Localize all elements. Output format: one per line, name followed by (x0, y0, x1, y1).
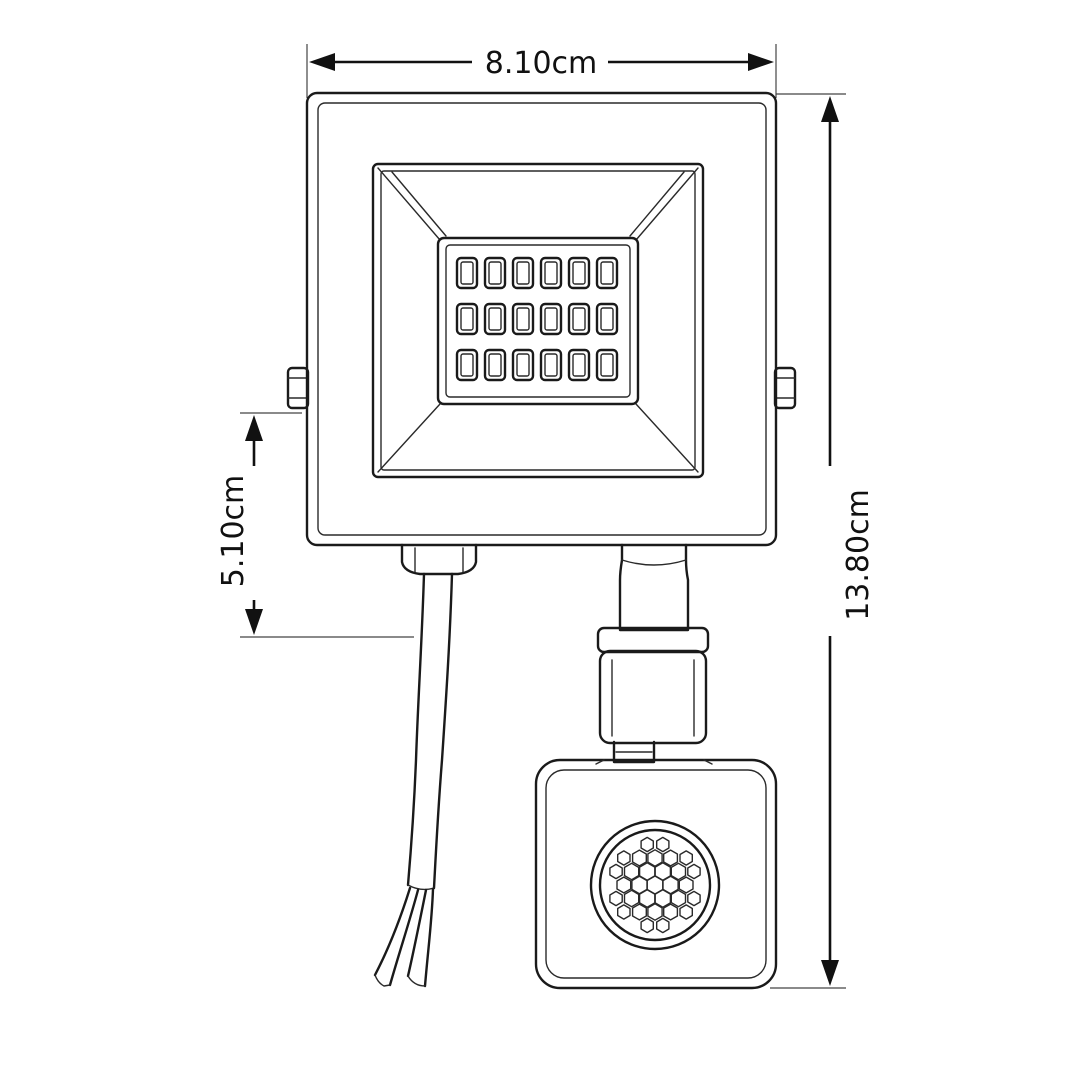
width-dimension: 8.10cm (306, 44, 777, 98)
led-chip (595, 256, 619, 290)
led-chip (483, 302, 507, 336)
lens-facet (609, 863, 623, 880)
lens-facet (670, 889, 687, 908)
led-chip-inner (488, 307, 502, 331)
led-chip-inner (600, 353, 614, 377)
led-chip (539, 256, 563, 290)
lens-facet (656, 836, 670, 853)
sensor-lens-facets (609, 836, 701, 934)
height-label: 13.80cm (841, 489, 876, 621)
height-arrow-bottom (821, 960, 839, 986)
lens-facet (687, 890, 701, 907)
left-mount-knob (286, 366, 310, 410)
reflector-bevels (377, 167, 699, 473)
lens-facet (679, 850, 693, 866)
lens-facet (623, 889, 640, 908)
lens-facet (687, 863, 701, 880)
led-chip-inner (572, 261, 586, 285)
led-chip (567, 302, 591, 336)
led-chip-inner (460, 307, 474, 331)
lens-facet (617, 904, 631, 920)
width-arrow-right (748, 53, 774, 71)
right-mount-knob (773, 366, 797, 410)
led-chip (511, 348, 535, 382)
height-arrow-top (821, 96, 839, 122)
lens-facet (631, 903, 647, 921)
housing-outer (305, 91, 778, 547)
lens-facet (663, 903, 679, 921)
led-chip (595, 302, 619, 336)
sensor-offset-label: 5.10cm (216, 475, 251, 588)
sensor-lens (598, 828, 712, 942)
led-chip (567, 256, 591, 290)
lens-facet (654, 889, 672, 908)
housing-inner (317, 102, 767, 536)
power-cable (373, 543, 478, 988)
led-chip (455, 348, 479, 382)
lens-facet (609, 890, 623, 907)
led-chip (567, 348, 591, 382)
lens-facet (656, 917, 670, 934)
led-chip (455, 256, 479, 290)
sensor-housing (534, 758, 778, 990)
led-chip-inner (572, 353, 586, 377)
lens-facet (679, 904, 693, 920)
offset-arrow-bottom (245, 609, 263, 635)
led-chip-inner (460, 353, 474, 377)
led-board (436, 236, 640, 406)
lamp-body (286, 91, 797, 547)
lens-facet (640, 917, 654, 934)
led-chip-inner (488, 353, 502, 377)
pir-sensor (534, 758, 778, 990)
led-chip (511, 302, 535, 336)
height-dimension: 13.80cm (770, 93, 876, 989)
sensor-offset-dimension: 5.10cm (216, 412, 414, 638)
width-arrow-left (309, 53, 335, 71)
lens-facet (631, 849, 647, 867)
led-chip (511, 256, 535, 290)
offset-arrow-top (245, 415, 263, 441)
led-chip-inner (544, 261, 558, 285)
led-chip-inner (544, 307, 558, 331)
lens-facet (640, 836, 654, 853)
sensor-arm (596, 543, 710, 764)
led-chip-inner (516, 307, 530, 331)
led-chip-inner (516, 353, 530, 377)
led-chip (483, 348, 507, 382)
led-chip-inner (460, 261, 474, 285)
lens-facet (617, 850, 631, 866)
led-chip-inner (600, 261, 614, 285)
lens-facet (623, 862, 640, 881)
led-chip (539, 348, 563, 382)
lens-facet (678, 876, 694, 894)
led-chip-inner (572, 307, 586, 331)
lens-facet (670, 862, 687, 881)
led-chip (483, 256, 507, 290)
lens-facet (616, 876, 632, 894)
led-grid (455, 256, 619, 382)
led-chip-inner (544, 353, 558, 377)
led-chip-inner (516, 261, 530, 285)
lens-facet (647, 903, 663, 921)
led-chip (539, 302, 563, 336)
front-frame (371, 162, 705, 479)
led-chip (455, 302, 479, 336)
lens-facet (663, 849, 679, 867)
led-chip-inner (488, 261, 502, 285)
lens-facet (647, 849, 663, 867)
sensor-lens-ring (589, 819, 721, 951)
led-chip (595, 348, 619, 382)
width-label: 8.10cm (485, 46, 598, 81)
led-chip-inner (600, 307, 614, 331)
